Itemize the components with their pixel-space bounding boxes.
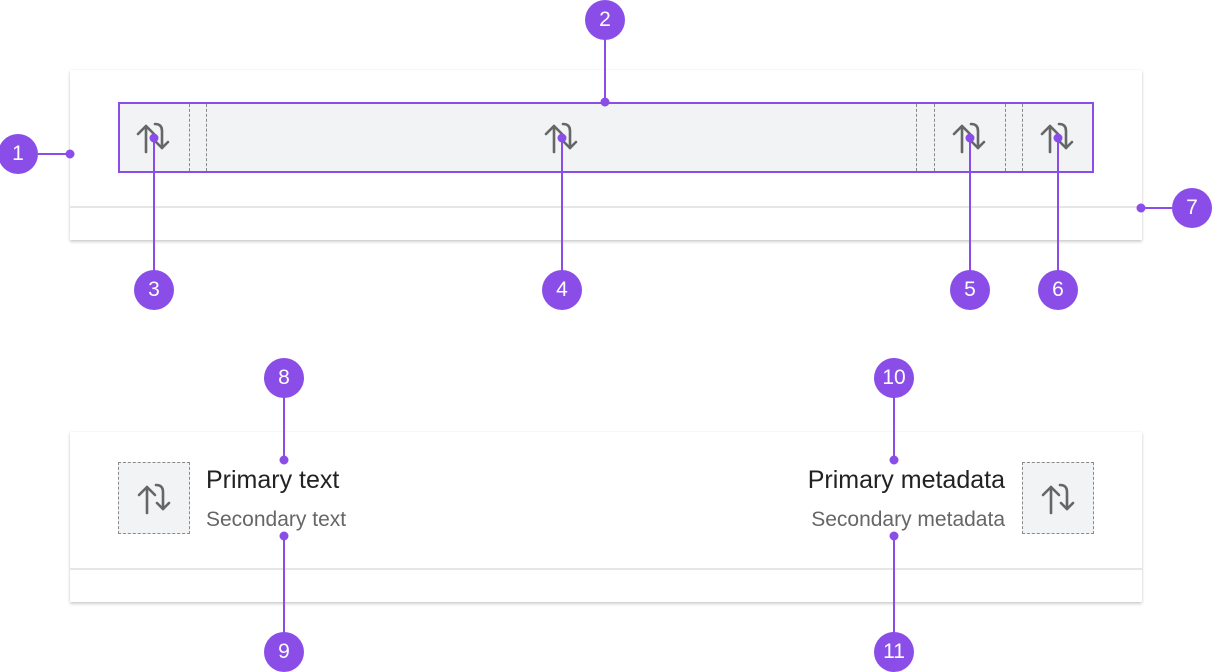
top-list-divider [70,206,1142,208]
primary-metadata: Primary metadata [807,466,1005,494]
swap-vertical-icon [1036,116,1080,160]
secondary-text: Secondary text [206,508,347,531]
callout-badge-11: 11 [874,632,914,672]
swap-vertical-icon [948,116,992,160]
trailing-thumbnail [1022,462,1094,534]
list-item-card [70,432,1142,602]
callout-badge-4: 4 [542,270,582,310]
slot-divider-6 [1022,104,1023,171]
callout-badge-1: 1 [0,134,38,174]
primary-text: Primary text [206,466,340,494]
swap-vertical-icon [133,477,177,521]
callout-badge-3: 3 [134,270,174,310]
callout-badge-5: 5 [950,270,990,310]
callout-badge-7: 7 [1172,188,1212,228]
slot-divider-5 [1005,104,1006,171]
swap-vertical-icon [1037,477,1081,521]
swap-vertical-icon [132,116,176,160]
slots-region [119,103,1093,172]
callout-badge-9: 9 [264,632,304,672]
callout-badge-10: 10 [874,358,914,398]
list-item-divider [70,568,1142,570]
slot-divider-1 [189,104,190,171]
callout-badge-8: 8 [264,358,304,398]
swap-vertical-icon [540,116,584,160]
slot-divider-4 [934,104,935,171]
callout-badge-6: 6 [1038,270,1078,310]
callout-badge-2: 2 [585,0,625,40]
leading-thumbnail [118,462,190,534]
slot-divider-2 [206,104,207,171]
slot-divider-3 [916,104,917,171]
secondary-metadata: Secondary metadata [811,508,1005,531]
